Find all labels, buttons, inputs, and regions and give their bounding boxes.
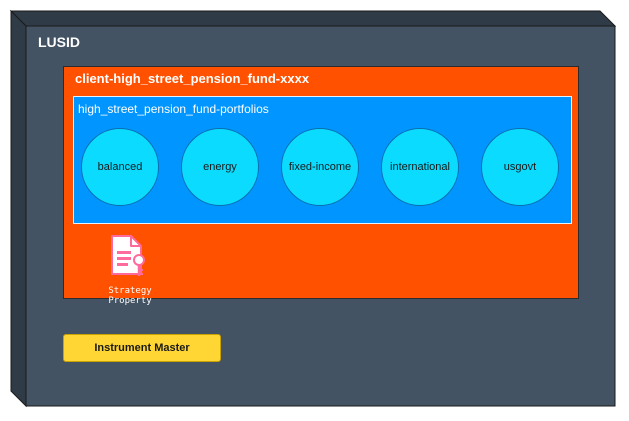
scope-title: high_street_pension_fund-portfolios	[78, 102, 269, 116]
strategy-property-label: Strategy Property	[108, 286, 152, 306]
portfolio-usgovt[interactable]: usgovt	[481, 128, 559, 206]
tenant-container: client-high_street_pension_fund-xxxx hig…	[63, 66, 579, 306]
portfolio-scope-container: high_street_pension_fund-portfolios bala…	[73, 96, 572, 224]
document-key-icon[interactable]	[109, 234, 149, 278]
portfolio-energy[interactable]: energy	[181, 128, 259, 206]
portfolio-balanced[interactable]: balanced	[81, 128, 159, 206]
portfolio-fixed-income[interactable]: fixed-income	[281, 128, 359, 206]
portfolio-international[interactable]: international	[381, 128, 459, 206]
lusid-title: LUSID	[38, 34, 80, 50]
instrument-master-button[interactable]: Instrument Master	[63, 334, 221, 362]
tenant-title: client-high_street_pension_fund-xxxx	[75, 71, 310, 86]
